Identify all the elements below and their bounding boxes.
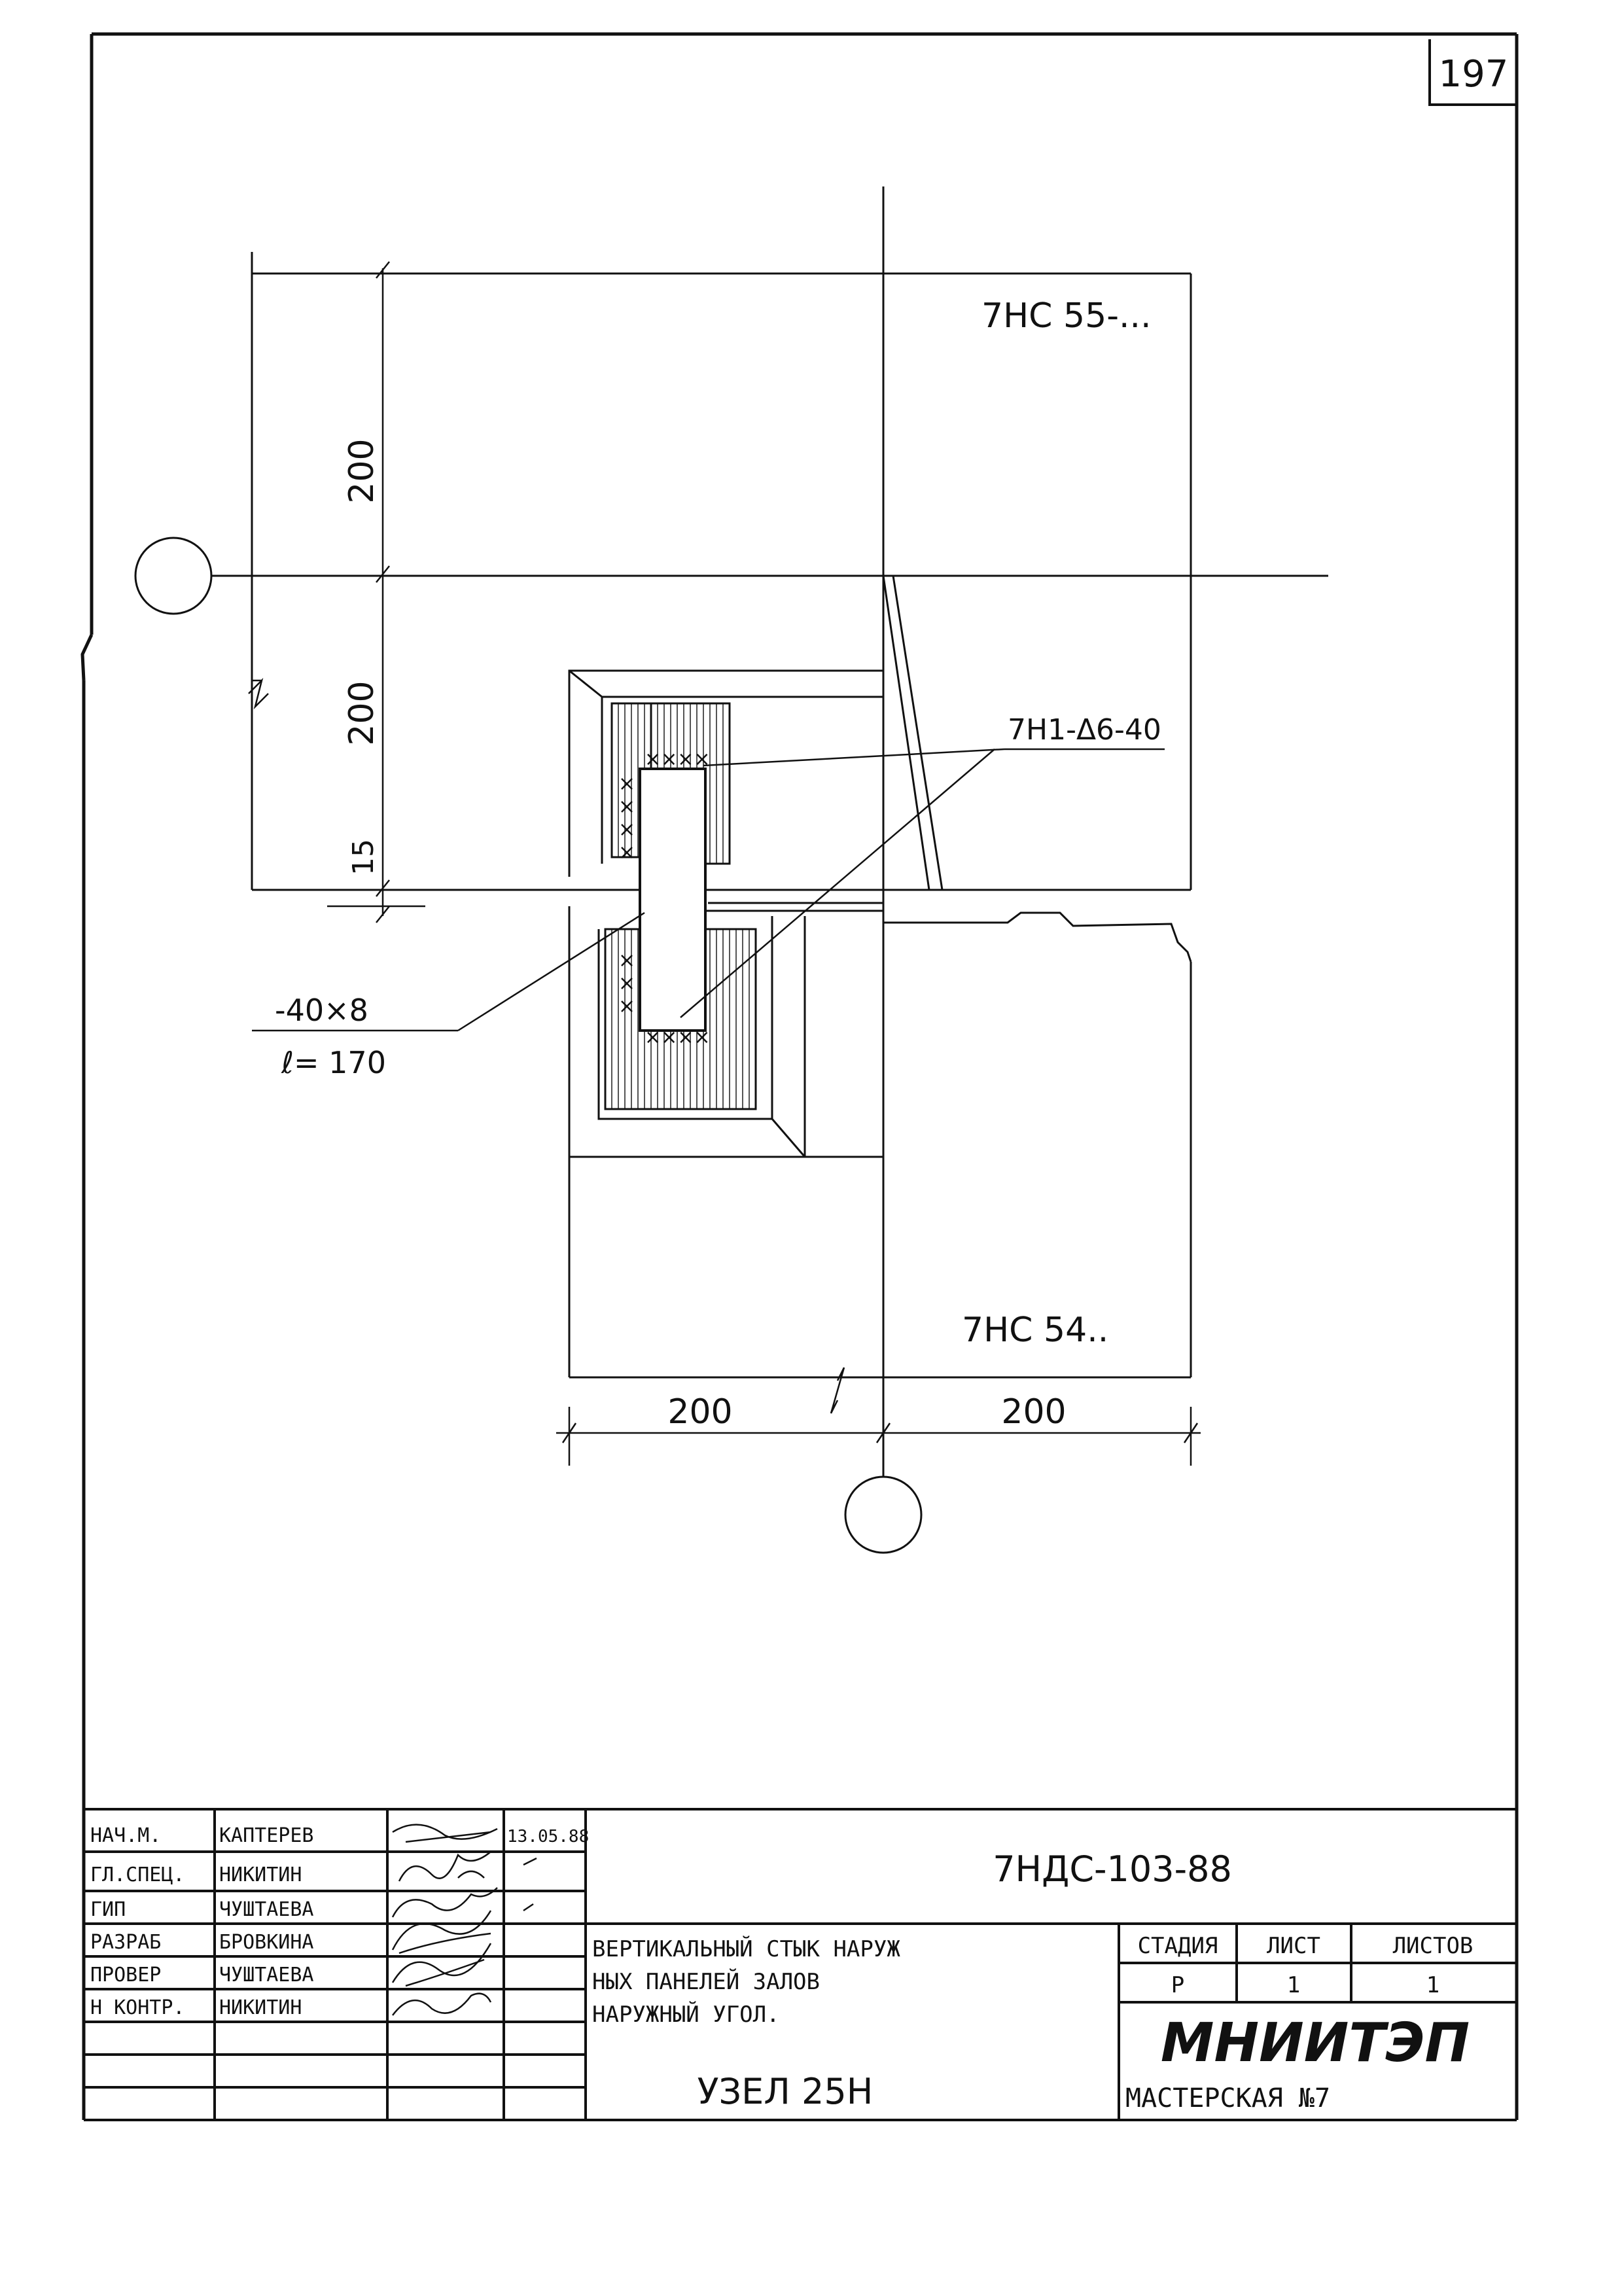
weld-marks-side xyxy=(621,778,633,1012)
sheet-header: ЛИСТ xyxy=(1267,1933,1320,1959)
name-3: ЧУШТАЕВА xyxy=(219,1898,314,1921)
leader-lines xyxy=(252,748,1165,1032)
signature-6 xyxy=(392,1992,492,2016)
signatures xyxy=(391,1824,537,2016)
signature-3 xyxy=(391,1887,498,1918)
sheet-number-box: 197 xyxy=(1428,39,1517,106)
callout-plate-length: ℓ= 170 xyxy=(281,1045,386,1080)
signature-5 xyxy=(391,1943,492,1987)
dimension-bottom-right: 200 xyxy=(1001,1392,1066,1432)
title-block-lines xyxy=(84,1808,1517,2121)
axis-markers xyxy=(134,186,1328,1554)
sheet-value: 1 xyxy=(1287,1972,1300,1998)
dimension-lines-bottom xyxy=(556,1367,1201,1466)
callout-anchor-label: 7Н1-Δ6-40 xyxy=(1008,713,1161,747)
weld-marks: ×××× ×××× xyxy=(644,748,711,1049)
role-4: РАЗРАБ xyxy=(90,1931,161,1954)
sheets-value: 1 xyxy=(1426,1972,1439,1998)
signature-2 xyxy=(398,1851,491,1882)
date-1: 13.05.88 xyxy=(507,1827,589,1846)
title-line-1: ВЕРТИКАЛЬНЫЙ СТЫК НАРУЖ xyxy=(592,1935,900,1962)
document-code: 7НДС-103-88 xyxy=(993,1848,1232,1890)
name-5: ЧУШТАЕВА xyxy=(219,1964,314,1987)
title-line-3: НАРУЖНЫЙ УГОЛ. xyxy=(592,2001,780,2028)
dimension-middle: 200 xyxy=(342,680,381,745)
sheet-number: 197 xyxy=(1439,53,1509,96)
title-line-2: НЫХ ПАНЕЛЕЙ ЗАЛОВ xyxy=(592,1968,820,1995)
weld-mark-bottom: ×××× xyxy=(644,1026,711,1049)
role-3: ГИП xyxy=(90,1898,126,1921)
signature-4 xyxy=(391,1910,492,1954)
dimension-joint: 15 xyxy=(347,839,380,875)
title-block-names: КАПТЕРЕВ НИКИТИН ЧУШТАЕВА БРОВКИНА ЧУШТА… xyxy=(219,1824,314,2019)
panel-label-upper: 7НС 55-... xyxy=(981,296,1152,336)
role-2: ГЛ.СПЕЦ. xyxy=(90,1863,185,1886)
dimension-lines-left xyxy=(248,261,425,923)
stage-header: СТАДИЯ xyxy=(1138,1933,1218,1959)
role-1: НАЧ.М. xyxy=(90,1824,161,1847)
callout-plate-label: -40×8 xyxy=(275,993,368,1028)
frame-notch xyxy=(80,633,94,681)
name-4: БРОВКИНА xyxy=(219,1931,314,1954)
signature-7 xyxy=(523,1857,537,1912)
panel-label-lower: 7НС 54.. xyxy=(962,1311,1108,1350)
name-2: НИКИТИН xyxy=(219,1863,302,1886)
name-6: НИКИТИН xyxy=(219,1996,302,2019)
stage-value: Р xyxy=(1171,1972,1184,1998)
dimension-upper: 200 xyxy=(342,438,381,503)
signature-1 xyxy=(392,1824,498,1843)
joint-recess-upper xyxy=(568,669,883,877)
workshop-name: МАСТЕРСКАЯ №7 xyxy=(1125,2083,1330,2113)
role-5: ПРОВЕР xyxy=(90,1964,161,1987)
dimension-bottom-left: 200 xyxy=(667,1392,732,1432)
axis-bubble-bottom xyxy=(844,1475,923,1554)
sheets-header: ЛИСТОВ xyxy=(1393,1933,1474,1959)
axis-bubble-left xyxy=(134,537,213,615)
title-block-roles: НАЧ.М. ГЛ.СПЕЦ. ГИП РАЗРАБ ПРОВЕР Н КОНТ… xyxy=(90,1824,185,2019)
node-title: УЗЕЛ 25Н xyxy=(697,2071,874,2112)
joint-recess-lower xyxy=(568,916,806,1158)
weld-mark-top: ×××× xyxy=(644,748,711,771)
role-6: Н КОНТР. xyxy=(90,1996,185,2019)
name-1: КАПТЕРЕВ xyxy=(219,1824,314,1847)
panel-upper xyxy=(251,252,1192,891)
steel-plate xyxy=(639,768,707,1032)
organization-name: МНИИТЭП xyxy=(1161,2012,1470,2074)
sheet-frame xyxy=(82,32,1519,2120)
